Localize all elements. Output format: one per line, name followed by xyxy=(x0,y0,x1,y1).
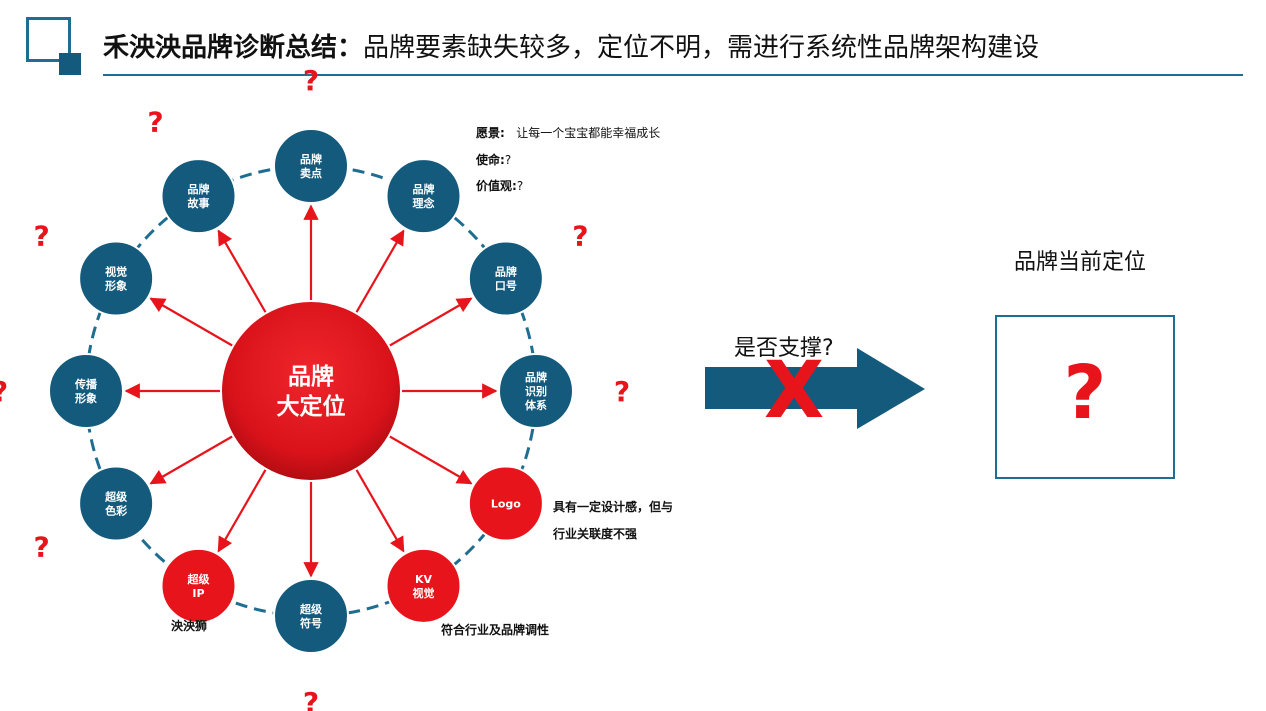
question-mark-shibie: ? xyxy=(614,375,630,408)
node-logo-label: Logo xyxy=(491,498,521,511)
support-label: 是否支撑? xyxy=(734,336,834,361)
mission-value: ? xyxy=(504,153,512,167)
node-kouhao-label: 品牌 xyxy=(495,265,517,279)
values-line: 价值观:? xyxy=(476,177,523,194)
cross-mark: X xyxy=(764,346,825,436)
core-line1: 品牌 xyxy=(288,363,334,390)
question-mark-maidian: ? xyxy=(303,64,319,97)
arrow-logo xyxy=(389,435,473,485)
positioning-title: 品牌当前定位 xyxy=(1014,250,1147,275)
support-arrow xyxy=(705,348,925,429)
node-kv-label: 视觉 xyxy=(413,586,435,600)
node-logo: Logo xyxy=(467,465,544,542)
node-ip-label: 超级 xyxy=(187,572,211,586)
positioning-box: ? xyxy=(995,315,1175,479)
node-kv-label: KV xyxy=(415,573,433,586)
page-title: 禾泱泱品牌诊断总结：品牌要素缺失较多，定位不明，需进行系统性品牌架构建设 xyxy=(103,22,1039,74)
node-shijue-label: 视觉 xyxy=(105,265,127,279)
arrow-kouhao xyxy=(389,297,473,347)
node-linian-label: 品牌 xyxy=(413,182,435,196)
core-circle: 品牌 大定位 xyxy=(220,300,402,482)
node-shibie-label: 品牌 xyxy=(525,370,547,384)
node-shibie-label: 识别 xyxy=(525,384,547,398)
question-mark-chuanbo: ? xyxy=(0,375,8,408)
values-label: 价值观: xyxy=(476,179,517,193)
question-mark-shijue: ? xyxy=(34,220,50,253)
ip-note: 泱泱狮 xyxy=(171,619,208,633)
arrow-linian xyxy=(355,229,405,313)
node-fuhao-label: 符号 xyxy=(300,616,322,630)
vision-line: 愿景: 让每一个宝宝都能幸福成长 xyxy=(476,124,660,141)
vision-label: 愿景: xyxy=(476,126,505,140)
positioning-question: ? xyxy=(1063,350,1107,436)
logo-note-line1: 具有一定设计感，但与 xyxy=(553,500,674,514)
arrow-ip xyxy=(217,469,267,553)
node-shijue-label: 形象 xyxy=(105,279,127,293)
question-mark-secai: ? xyxy=(34,531,50,564)
node-gushi-label: 品牌 xyxy=(188,182,210,196)
node-shibie-label: 体系 xyxy=(525,398,547,412)
question-mark-gushi: ? xyxy=(147,106,163,139)
node-chuanbo-label: 传播 xyxy=(74,377,98,391)
node-chuanbo-label: 形象 xyxy=(75,391,97,405)
arrow-shijue xyxy=(149,297,233,347)
node-gushi-label: 故事 xyxy=(188,196,210,210)
node-ip-label: IP xyxy=(192,587,204,600)
logo-note-line2: 行业关联度不强 xyxy=(553,527,638,541)
node-secai-label: 色彩 xyxy=(105,504,127,518)
kv-note: 符合行业及品牌调性 xyxy=(441,623,550,637)
arrow-kv xyxy=(355,469,405,553)
arrow-secai xyxy=(149,435,233,485)
title-bold: 禾泱泱品牌诊断总结： xyxy=(103,33,364,63)
node-kouhao-label: 口号 xyxy=(495,280,517,293)
title-rest: 品牌要素缺失较多，定位不明，需进行系统性品牌架构建设 xyxy=(363,33,1040,63)
header-square-icon xyxy=(26,17,81,75)
node-maidian-label: 品牌 xyxy=(300,152,322,166)
core-line2: 大定位 xyxy=(277,393,346,420)
mission-label: 使命: xyxy=(476,153,505,167)
node-maidian-label: 卖点 xyxy=(300,166,322,180)
arrow-gushi xyxy=(217,229,267,313)
values-value: ? xyxy=(516,179,524,193)
node-fuhao-label: 超级 xyxy=(299,602,323,616)
vision-value: 让每一个宝宝都能幸福成长 xyxy=(516,126,661,140)
mission-line: 使命:? xyxy=(476,151,511,168)
node-secai-label: 超级 xyxy=(104,490,128,504)
question-mark-kouhao: ? xyxy=(572,220,588,253)
title-divider xyxy=(103,74,1243,76)
node-linian-label: 理念 xyxy=(413,196,436,210)
question-mark-fuhao: ? xyxy=(303,686,319,711)
logo-note: 具有一定设计感，但与 行业关联度不强 xyxy=(553,494,673,548)
